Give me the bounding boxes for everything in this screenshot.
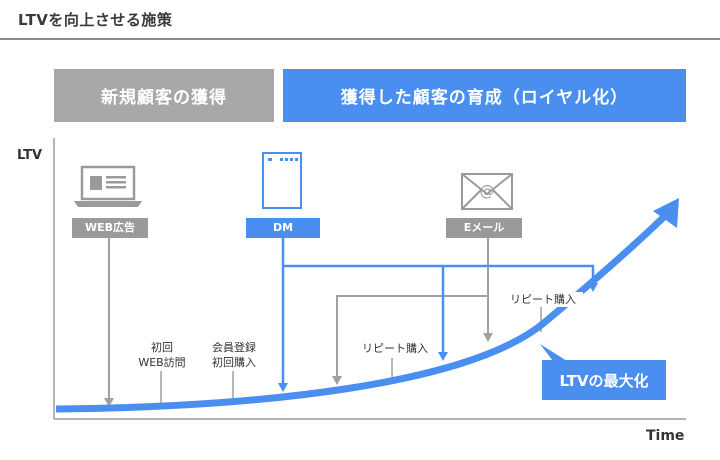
y-axis-label: LTV — [17, 148, 43, 163]
milestone-first-visit-line1: 初回 — [151, 341, 173, 354]
callout-pointer — [540, 344, 567, 361]
milestone-signup: 会員登録 初回購入 — [203, 340, 265, 370]
email-branch-arrowhead — [332, 376, 342, 385]
dm-envelope-icon — [262, 152, 302, 209]
dm-branch-line — [283, 264, 595, 284]
ltv-maximize-callout: LTVの最大化 — [542, 360, 666, 400]
email-arrowhead — [483, 333, 493, 342]
tag-dm: DM — [246, 218, 320, 238]
milestone-signup-line2: 初回購入 — [212, 356, 256, 369]
tag-email: Eメール — [446, 218, 522, 238]
phase-acquisition: 新規顧客の獲得 — [54, 69, 274, 122]
ltv-growth-curve — [55, 211, 670, 413]
title-rule — [0, 38, 720, 40]
ltv-growth-arrowhead — [653, 198, 679, 228]
dm-branch-arrowhead-2 — [438, 352, 448, 361]
tag-web-ad: WEB広告 — [72, 218, 148, 238]
dm-arrowhead — [278, 383, 288, 392]
page-title: LTVを向上させる施策 — [18, 11, 173, 29]
milestone-first-visit-line2: WEB訪問 — [138, 356, 186, 369]
svg-text:@: @ — [480, 182, 495, 200]
milestone-first-visit: 初回 WEB訪問 — [134, 340, 190, 370]
email-envelope-icon: @ — [461, 173, 513, 210]
milestone-repeat-2: リピート購入 — [503, 292, 583, 307]
laptop-icon — [74, 165, 142, 207]
x-axis-label: Time — [646, 428, 685, 444]
web-ad-arrowhead — [104, 398, 114, 407]
phase-nurture: 獲得した顧客の育成（ロイヤル化） — [283, 69, 686, 122]
milestone-signup-line1: 会員登録 — [212, 341, 256, 354]
email-branch-arrow — [336, 295, 488, 377]
milestone-repeat-1: リピート購入 — [355, 341, 435, 356]
